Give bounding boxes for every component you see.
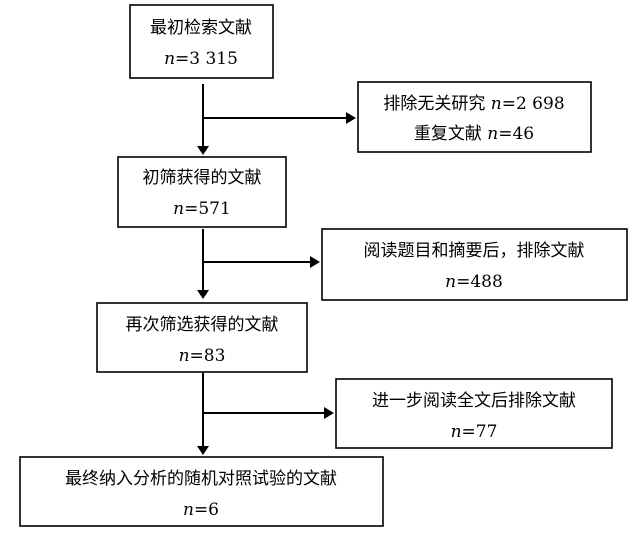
initial-count: n=3 315 — [164, 49, 238, 69]
box-exclude-abstract: 阅读题目和摘要后，排除文献 n=488 — [321, 228, 628, 301]
box-final-included: 最终纳入分析的随机对照试验的文献 n=6 — [19, 456, 384, 527]
screen1-count: n=571 — [173, 199, 231, 219]
arrow-right-exclude3 — [324, 407, 334, 419]
initial-title: 最初检索文献 — [150, 18, 252, 38]
box-exclude-fulltext: 进一步阅读全文后排除文献 n=77 — [335, 378, 613, 449]
screen2-title: 再次筛选获得的文献 — [126, 315, 279, 335]
exclude3-title: 进一步阅读全文后排除文献 — [372, 391, 576, 411]
arrow-right-exclude1 — [346, 112, 356, 124]
arrow-down-screen1 — [197, 146, 209, 155]
exclude3-count: n=77 — [451, 422, 498, 442]
arrow-down-final — [197, 446, 209, 455]
box-initial-search: 最初检索文献 n=3 315 — [129, 4, 274, 79]
screen1-title: 初筛获得的文献 — [143, 168, 262, 188]
screen2-count: n=83 — [179, 346, 226, 366]
exclude2-title: 阅读题目和摘要后，排除文献 — [364, 241, 585, 261]
final-title: 最终纳入分析的随机对照试验的文献 — [65, 469, 337, 489]
exclude2-count: n=488 — [445, 272, 503, 292]
box-exclude-irrelevant: 排除无关研究 n=2 698 重复文献 n=46 — [357, 81, 592, 153]
final-count: n=6 — [183, 500, 219, 520]
arrow-down-screen2 — [197, 290, 209, 299]
exclude1-line1: 排除无关研究 n=2 698 — [383, 94, 564, 114]
box-second-screening: 再次筛选获得的文献 n=83 — [96, 302, 308, 373]
box-first-screening: 初筛获得的文献 n=571 — [117, 156, 287, 228]
arrow-right-exclude2 — [310, 256, 320, 268]
exclude1-line2: 重复文献 n=46 — [414, 124, 534, 144]
